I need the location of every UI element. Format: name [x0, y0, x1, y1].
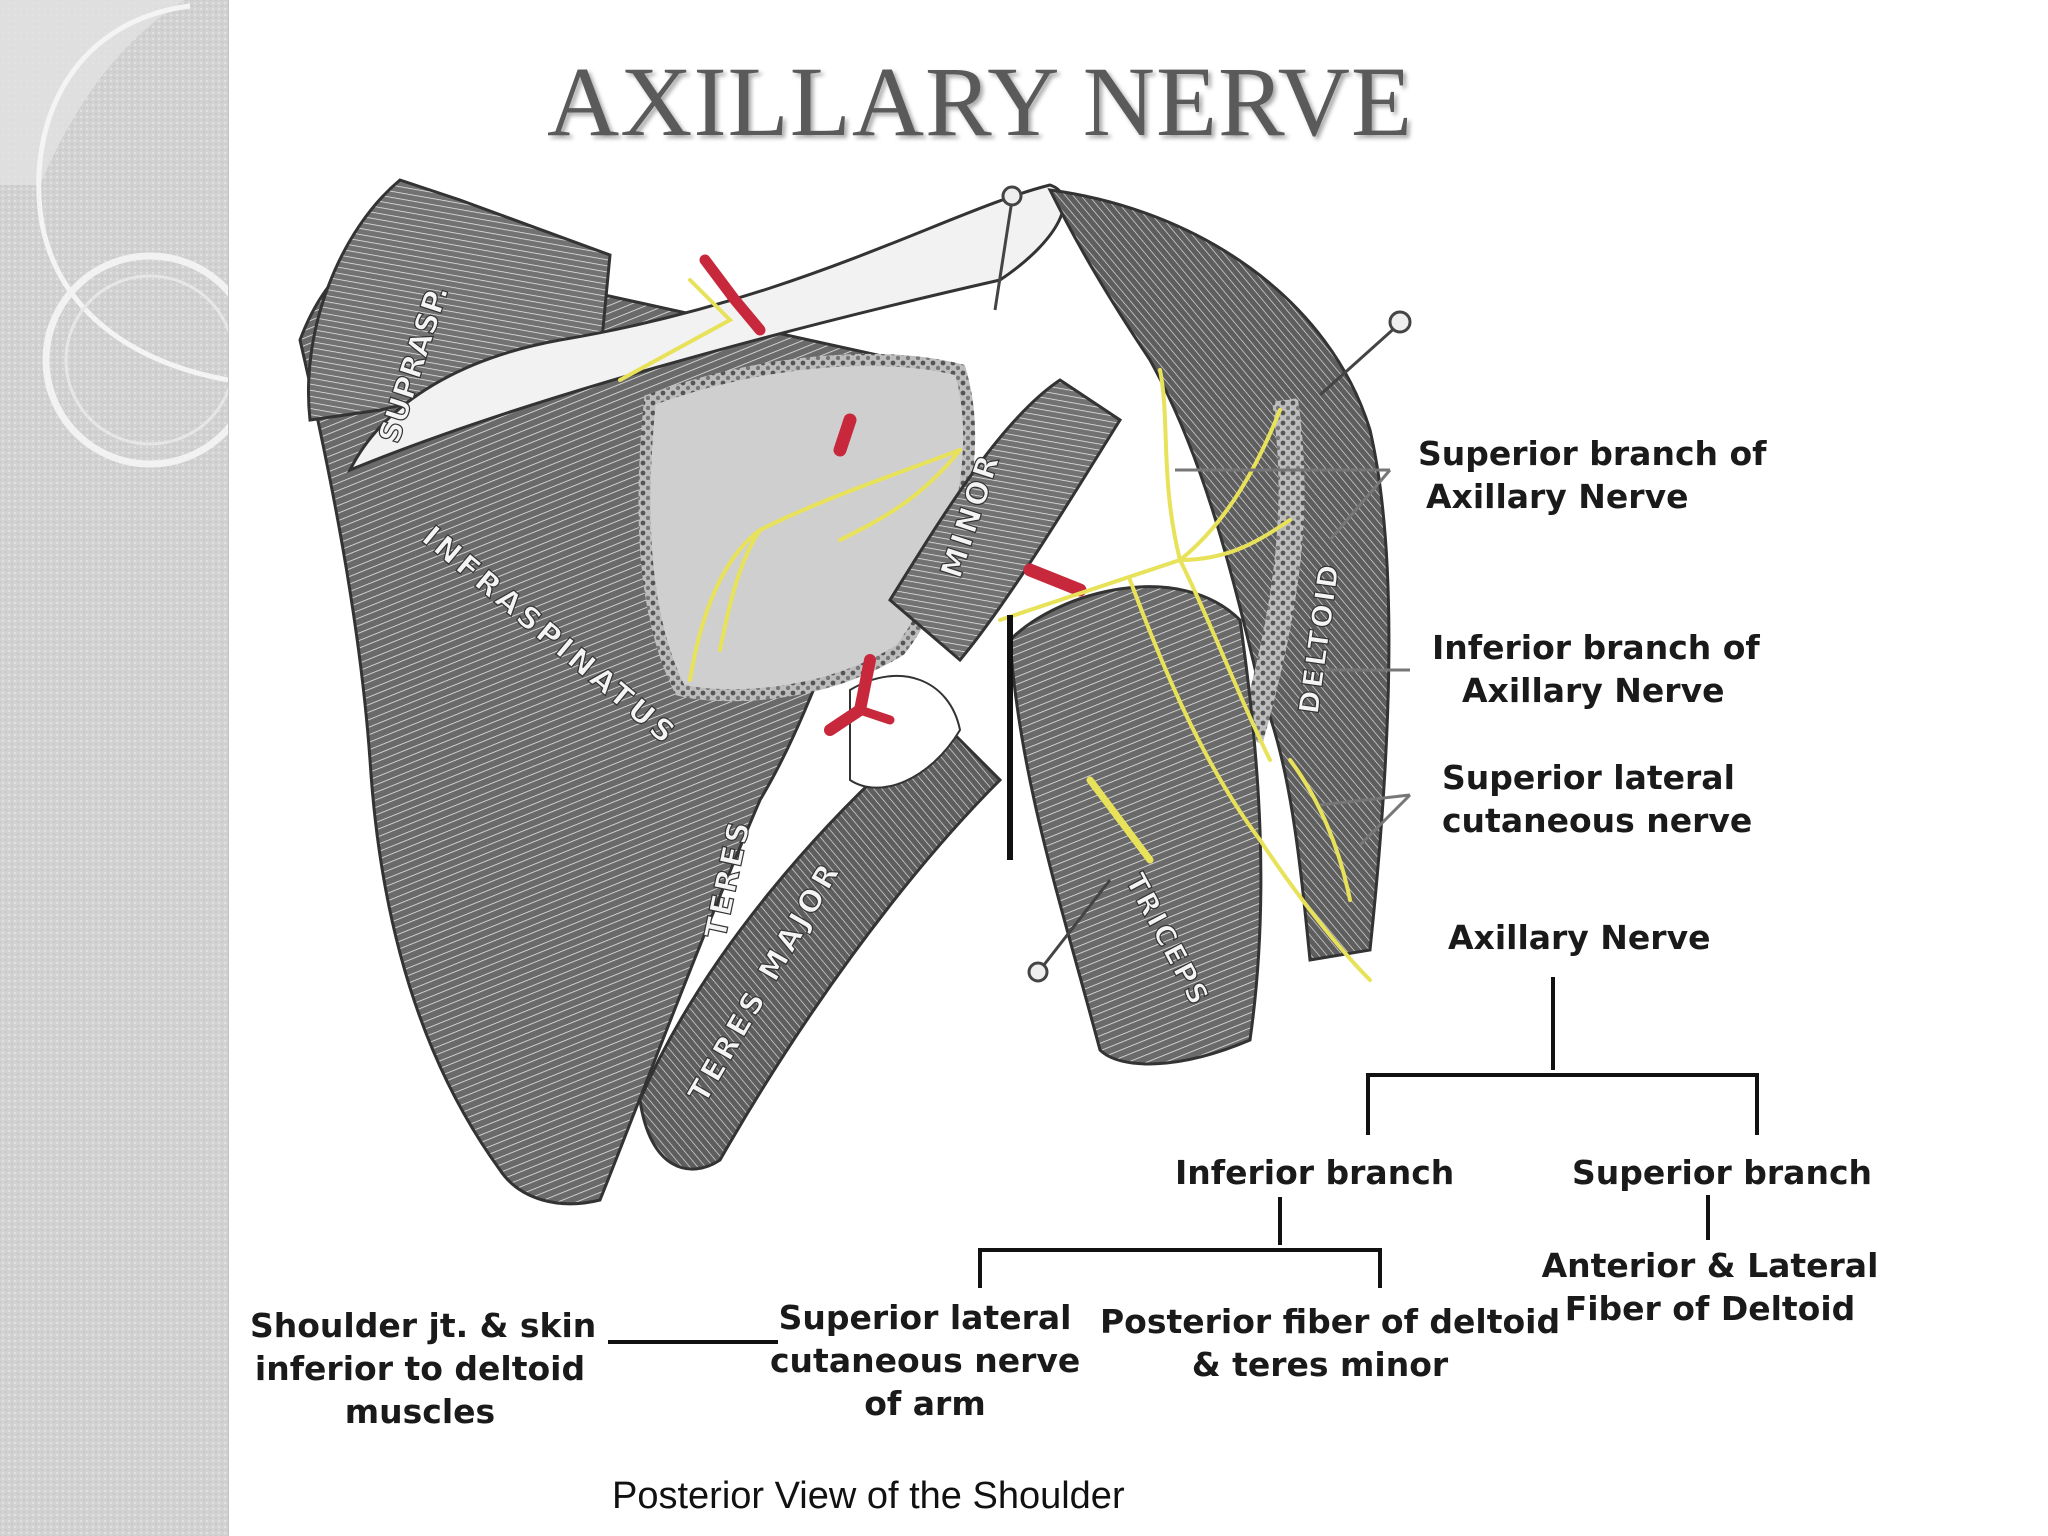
teres-major-muscle — [638, 717, 1003, 1171]
slide-title: AXILLARY NERVE — [546, 46, 1414, 157]
callout-superior-lateral: Superior lateral cutaneous nerve — [1442, 758, 1753, 840]
dissection-pins — [993, 185, 1412, 983]
sidebar-panel — [0, 0, 229, 1536]
tree-inferior-child-1: Superior lateral cutaneous nerve of arm — [770, 1298, 1081, 1423]
deltoid-muscle — [1047, 188, 1391, 962]
tree-side-note: Shoulder jt. & skin inferior to deltoid … — [250, 1306, 597, 1431]
tree-superior-branch: Superior branch — [1572, 1153, 1872, 1192]
teres-minor-muscle — [888, 378, 1123, 663]
axillary-nerve-branches — [618, 278, 1372, 982]
tree-inferior-child-2: Posterior fiber of deltoid & teres minor — [1100, 1302, 1561, 1384]
tree-root: Axillary Nerve — [1448, 918, 1711, 957]
callout-leaders — [1175, 468, 1412, 847]
callout-superior-branch: Superior branch of Axillary Nerve — [1418, 434, 1767, 516]
tree-superior-child: Anterior & Lateral Fiber of Deltoid — [1541, 1246, 1879, 1328]
scapular-spine — [346, 183, 1066, 473]
figure-caption: Posterior View of the Shoulder — [612, 1475, 1125, 1517]
tree-inferior-branch: Inferior branch — [1175, 1153, 1455, 1192]
tree-connectors — [608, 977, 1759, 1344]
decorative-rings — [0, 0, 228, 468]
callout-inferior-branch: Inferior branch of Axillary Nerve — [1432, 628, 1760, 710]
artery-vessels — [699, 254, 1087, 736]
triceps-muscle — [1008, 585, 1263, 1066]
bone-window — [638, 354, 976, 702]
